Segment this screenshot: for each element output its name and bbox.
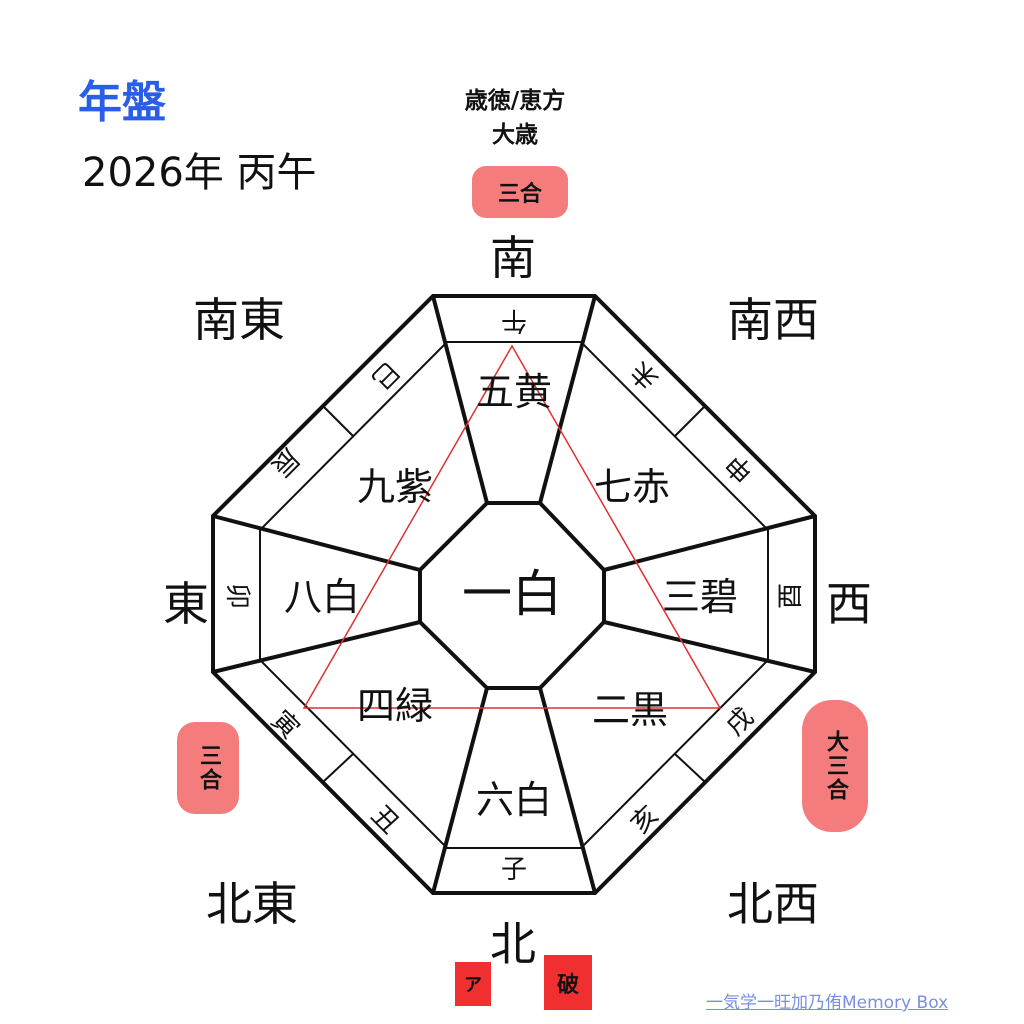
- top-note: 歳徳/恵方 大歳: [430, 84, 600, 152]
- top-note-line2: 大歳: [492, 122, 538, 148]
- ring-dividers: [322, 405, 706, 783]
- badge-right-daisango: 大三合: [802, 700, 868, 832]
- branch-tatsu: 辰: [265, 442, 305, 482]
- star-south: 五黄: [476, 370, 552, 414]
- star-southeast: 九紫: [357, 465, 433, 509]
- branch-i: 亥: [625, 800, 665, 840]
- star-east: 八白: [284, 575, 360, 619]
- year-label: 2026年 丙午: [82, 150, 317, 196]
- star-center: 一白: [462, 565, 562, 623]
- branch-uma: 午: [501, 305, 527, 335]
- branch-mi: 巳: [365, 355, 405, 395]
- star-west: 三碧: [662, 575, 738, 619]
- star-southwest: 七赤: [594, 465, 670, 509]
- badge-left-sango: 三合: [177, 722, 239, 814]
- star-northwest: 二黒: [592, 688, 668, 732]
- direction-southeast: 南東: [193, 293, 285, 347]
- red-triangle: [302, 344, 722, 709]
- direction-west: 西: [826, 577, 872, 631]
- branch-ko: 子: [501, 855, 527, 885]
- direction-north: 北: [490, 917, 536, 971]
- direction-northwest: 北西: [727, 877, 819, 931]
- top-note-line1: 歳徳/恵方: [464, 88, 566, 114]
- badge-north-a: ア: [455, 962, 491, 1006]
- branch-ushi: 丑: [365, 800, 405, 840]
- direction-east: 東: [163, 577, 209, 631]
- branch-u: 卯: [222, 583, 252, 609]
- badge-top-sango: 三合: [472, 166, 568, 218]
- credit-link[interactable]: 一気学一旺加乃侑Memory Box: [706, 993, 949, 1013]
- star-north: 六白: [476, 778, 552, 822]
- star-northeast: 四緑: [357, 684, 433, 728]
- spokes: [212, 295, 816, 894]
- branch-tori: 酉: [776, 583, 806, 609]
- direction-northeast: 北東: [206, 877, 298, 931]
- direction-south: 南: [490, 231, 536, 285]
- direction-southwest: 南西: [727, 293, 819, 347]
- badge-north-ha: 破: [544, 955, 592, 1010]
- chart-title: 年盤: [78, 77, 166, 128]
- branch-tora: 寅: [265, 705, 305, 745]
